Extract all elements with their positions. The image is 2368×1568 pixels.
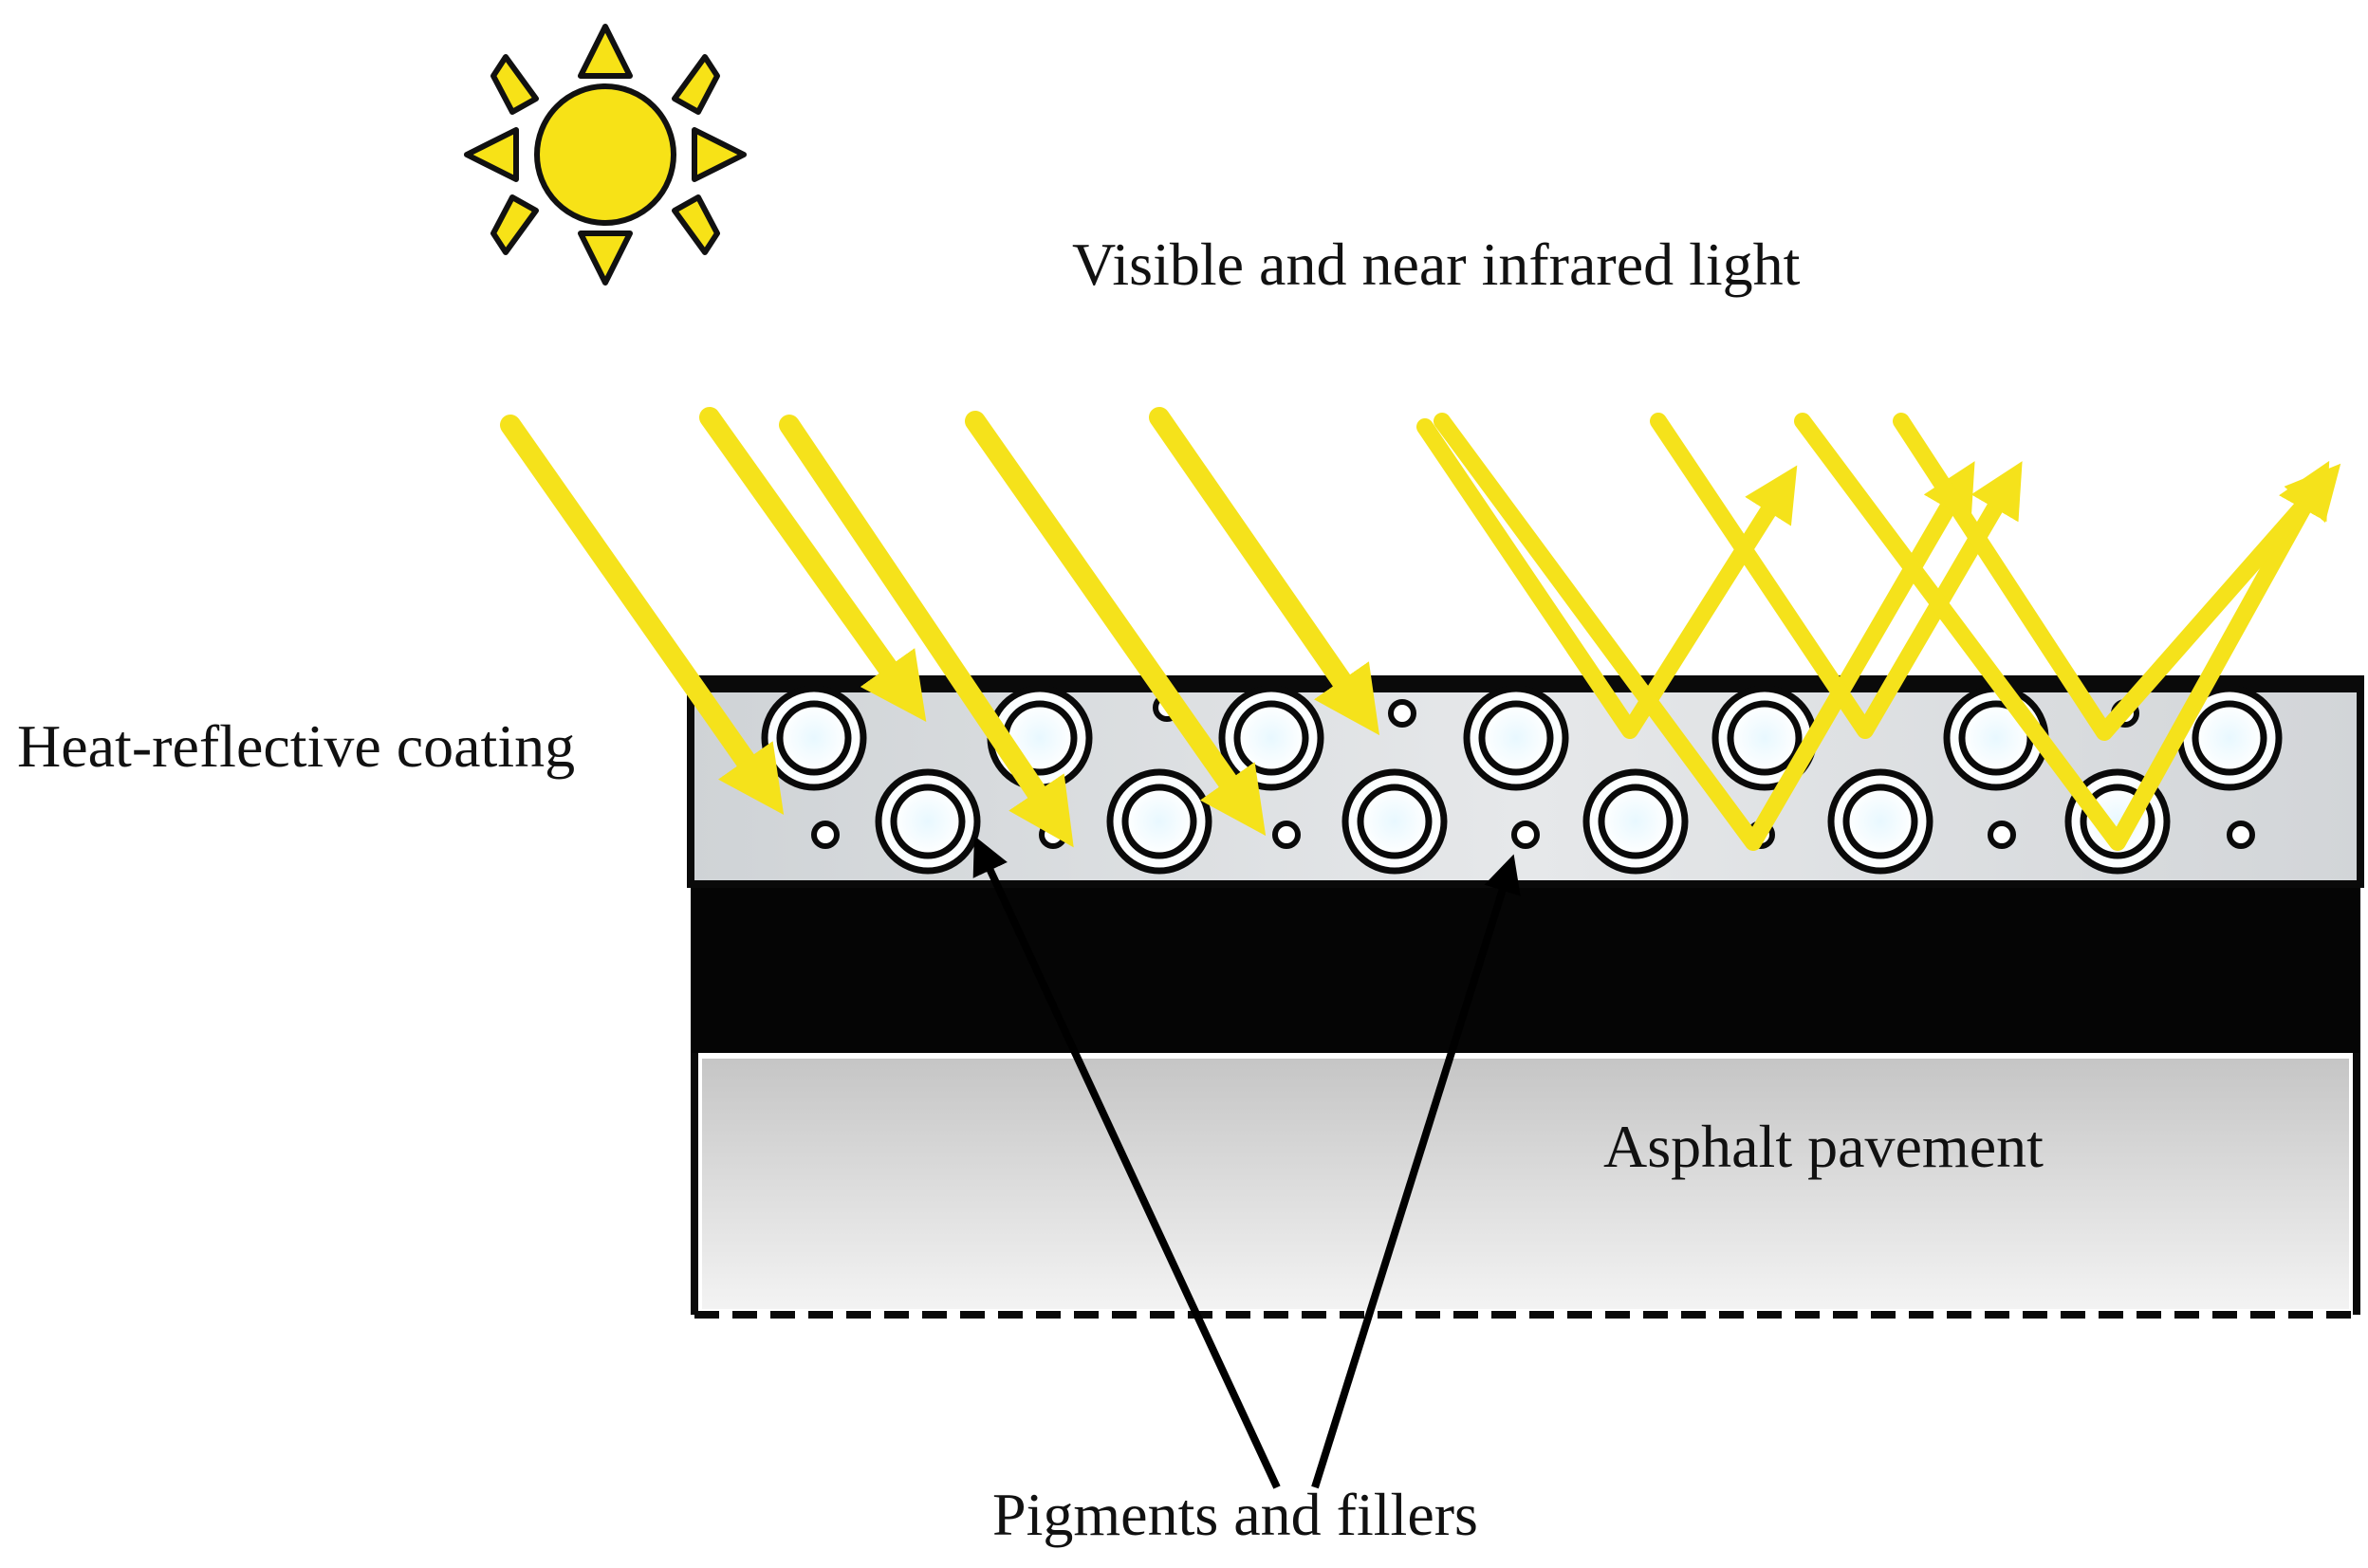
pigments-label: Pigments and fillers bbox=[992, 1481, 1478, 1548]
heat-reflective-coating-layer bbox=[687, 675, 2364, 888]
reflected-ray bbox=[1794, 413, 2330, 851]
light-ray bbox=[699, 407, 927, 722]
sun-icon bbox=[464, 24, 747, 286]
reflected-light-rays bbox=[1416, 413, 2341, 851]
light-ray bbox=[965, 411, 1267, 837]
light-ray bbox=[1149, 407, 1380, 736]
light-ray bbox=[500, 415, 785, 816]
incident-light-rays bbox=[500, 407, 1380, 848]
reflected-ray bbox=[1650, 413, 2023, 739]
light-label: Visible and near infrared light bbox=[1072, 231, 1801, 298]
pointer-line bbox=[972, 836, 1281, 1489]
coating-label: Heat-reflective coating bbox=[17, 712, 575, 780]
pointer-line bbox=[1311, 854, 1521, 1489]
reflected-ray bbox=[1416, 418, 1798, 739]
binder-layer bbox=[691, 882, 2360, 1053]
reflected-ray bbox=[1893, 413, 2341, 741]
asphalt-pavement-layer bbox=[691, 1051, 2360, 1319]
light-ray bbox=[779, 415, 1074, 848]
pavement-label: Asphalt pavement bbox=[1603, 1113, 2044, 1180]
pigment-pointer-lines bbox=[972, 836, 1521, 1489]
reflected-ray bbox=[1434, 413, 1975, 851]
